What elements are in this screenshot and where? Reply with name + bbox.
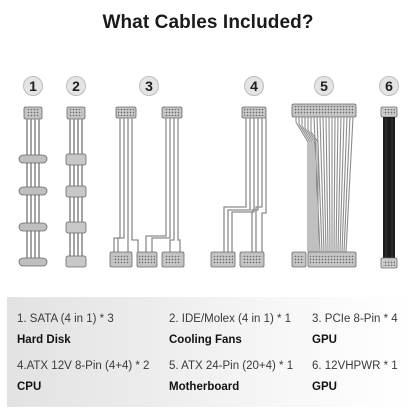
badge-5-number: 5 bbox=[320, 78, 328, 94]
cable-4-atx12v bbox=[210, 106, 267, 268]
badge-3-number: 3 bbox=[145, 78, 153, 94]
cables-illustration: 1 2 3 4 5 6 bbox=[18, 76, 399, 269]
item-atx12v-use: CPU bbox=[17, 381, 42, 394]
cable-5-atx24 bbox=[291, 103, 357, 268]
cable-3-pcie bbox=[109, 106, 185, 268]
item-molex: 2. IDE/Molex (4 in 1) * 1 Cooling Fans bbox=[169, 313, 291, 347]
item-sata-name: 1. SATA (4 in 1) * 3 bbox=[17, 313, 114, 325]
badge-2-number: 2 bbox=[72, 78, 80, 94]
item-molex-name: 2. IDE/Molex (4 in 1) * 1 bbox=[169, 313, 292, 325]
badge-3: 3 bbox=[139, 76, 159, 96]
cable-6-12vhpwr bbox=[380, 106, 398, 269]
item-pcie-name: 3. PCIe 8-Pin * 4 bbox=[312, 313, 398, 325]
badge-2: 2 bbox=[66, 76, 86, 96]
page-title: What Cables Included? bbox=[102, 12, 314, 33]
cable-1-sata bbox=[18, 106, 48, 267]
badge-1-number: 1 bbox=[29, 78, 37, 94]
item-sata-use: Hard Disk bbox=[17, 334, 71, 347]
item-12vhpwr-use: GPU bbox=[312, 381, 337, 394]
item-atx24-use: Motherboard bbox=[169, 381, 240, 394]
item-sata: 1. SATA (4 in 1) * 3 Hard Disk bbox=[17, 313, 114, 347]
item-atx12v-name: 4.ATX 12V 8-Pin (4+4) * 2 bbox=[17, 360, 150, 372]
badge-6: 6 bbox=[379, 76, 399, 96]
item-atx24: 5. ATX 24-Pin (20+4) * 1 Motherboard bbox=[169, 360, 293, 394]
badge-6-number: 6 bbox=[385, 78, 393, 94]
item-atx12v: 4.ATX 12V 8-Pin (4+4) * 2 CPU bbox=[17, 360, 149, 394]
item-pcie-use: GPU bbox=[312, 334, 337, 347]
cable-2-molex bbox=[65, 106, 87, 268]
item-molex-use: Cooling Fans bbox=[169, 334, 242, 347]
badge-1: 1 bbox=[23, 76, 43, 96]
item-12vhpwr-name: 6. 12VHPWR * 1 bbox=[312, 360, 398, 372]
cable-list-panel: 1. SATA (4 in 1) * 3 Hard Disk 2. IDE/Mo… bbox=[7, 297, 409, 407]
badge-5: 5 bbox=[314, 76, 334, 96]
badge-4: 4 bbox=[244, 76, 264, 96]
item-pcie: 3. PCIe 8-Pin * 4 GPU bbox=[312, 313, 398, 347]
badge-4-number: 4 bbox=[250, 78, 258, 94]
item-atx24-name: 5. ATX 24-Pin (20+4) * 1 bbox=[169, 360, 294, 372]
item-12vhpwr: 6. 12VHPWR * 1 GPU bbox=[312, 360, 398, 394]
